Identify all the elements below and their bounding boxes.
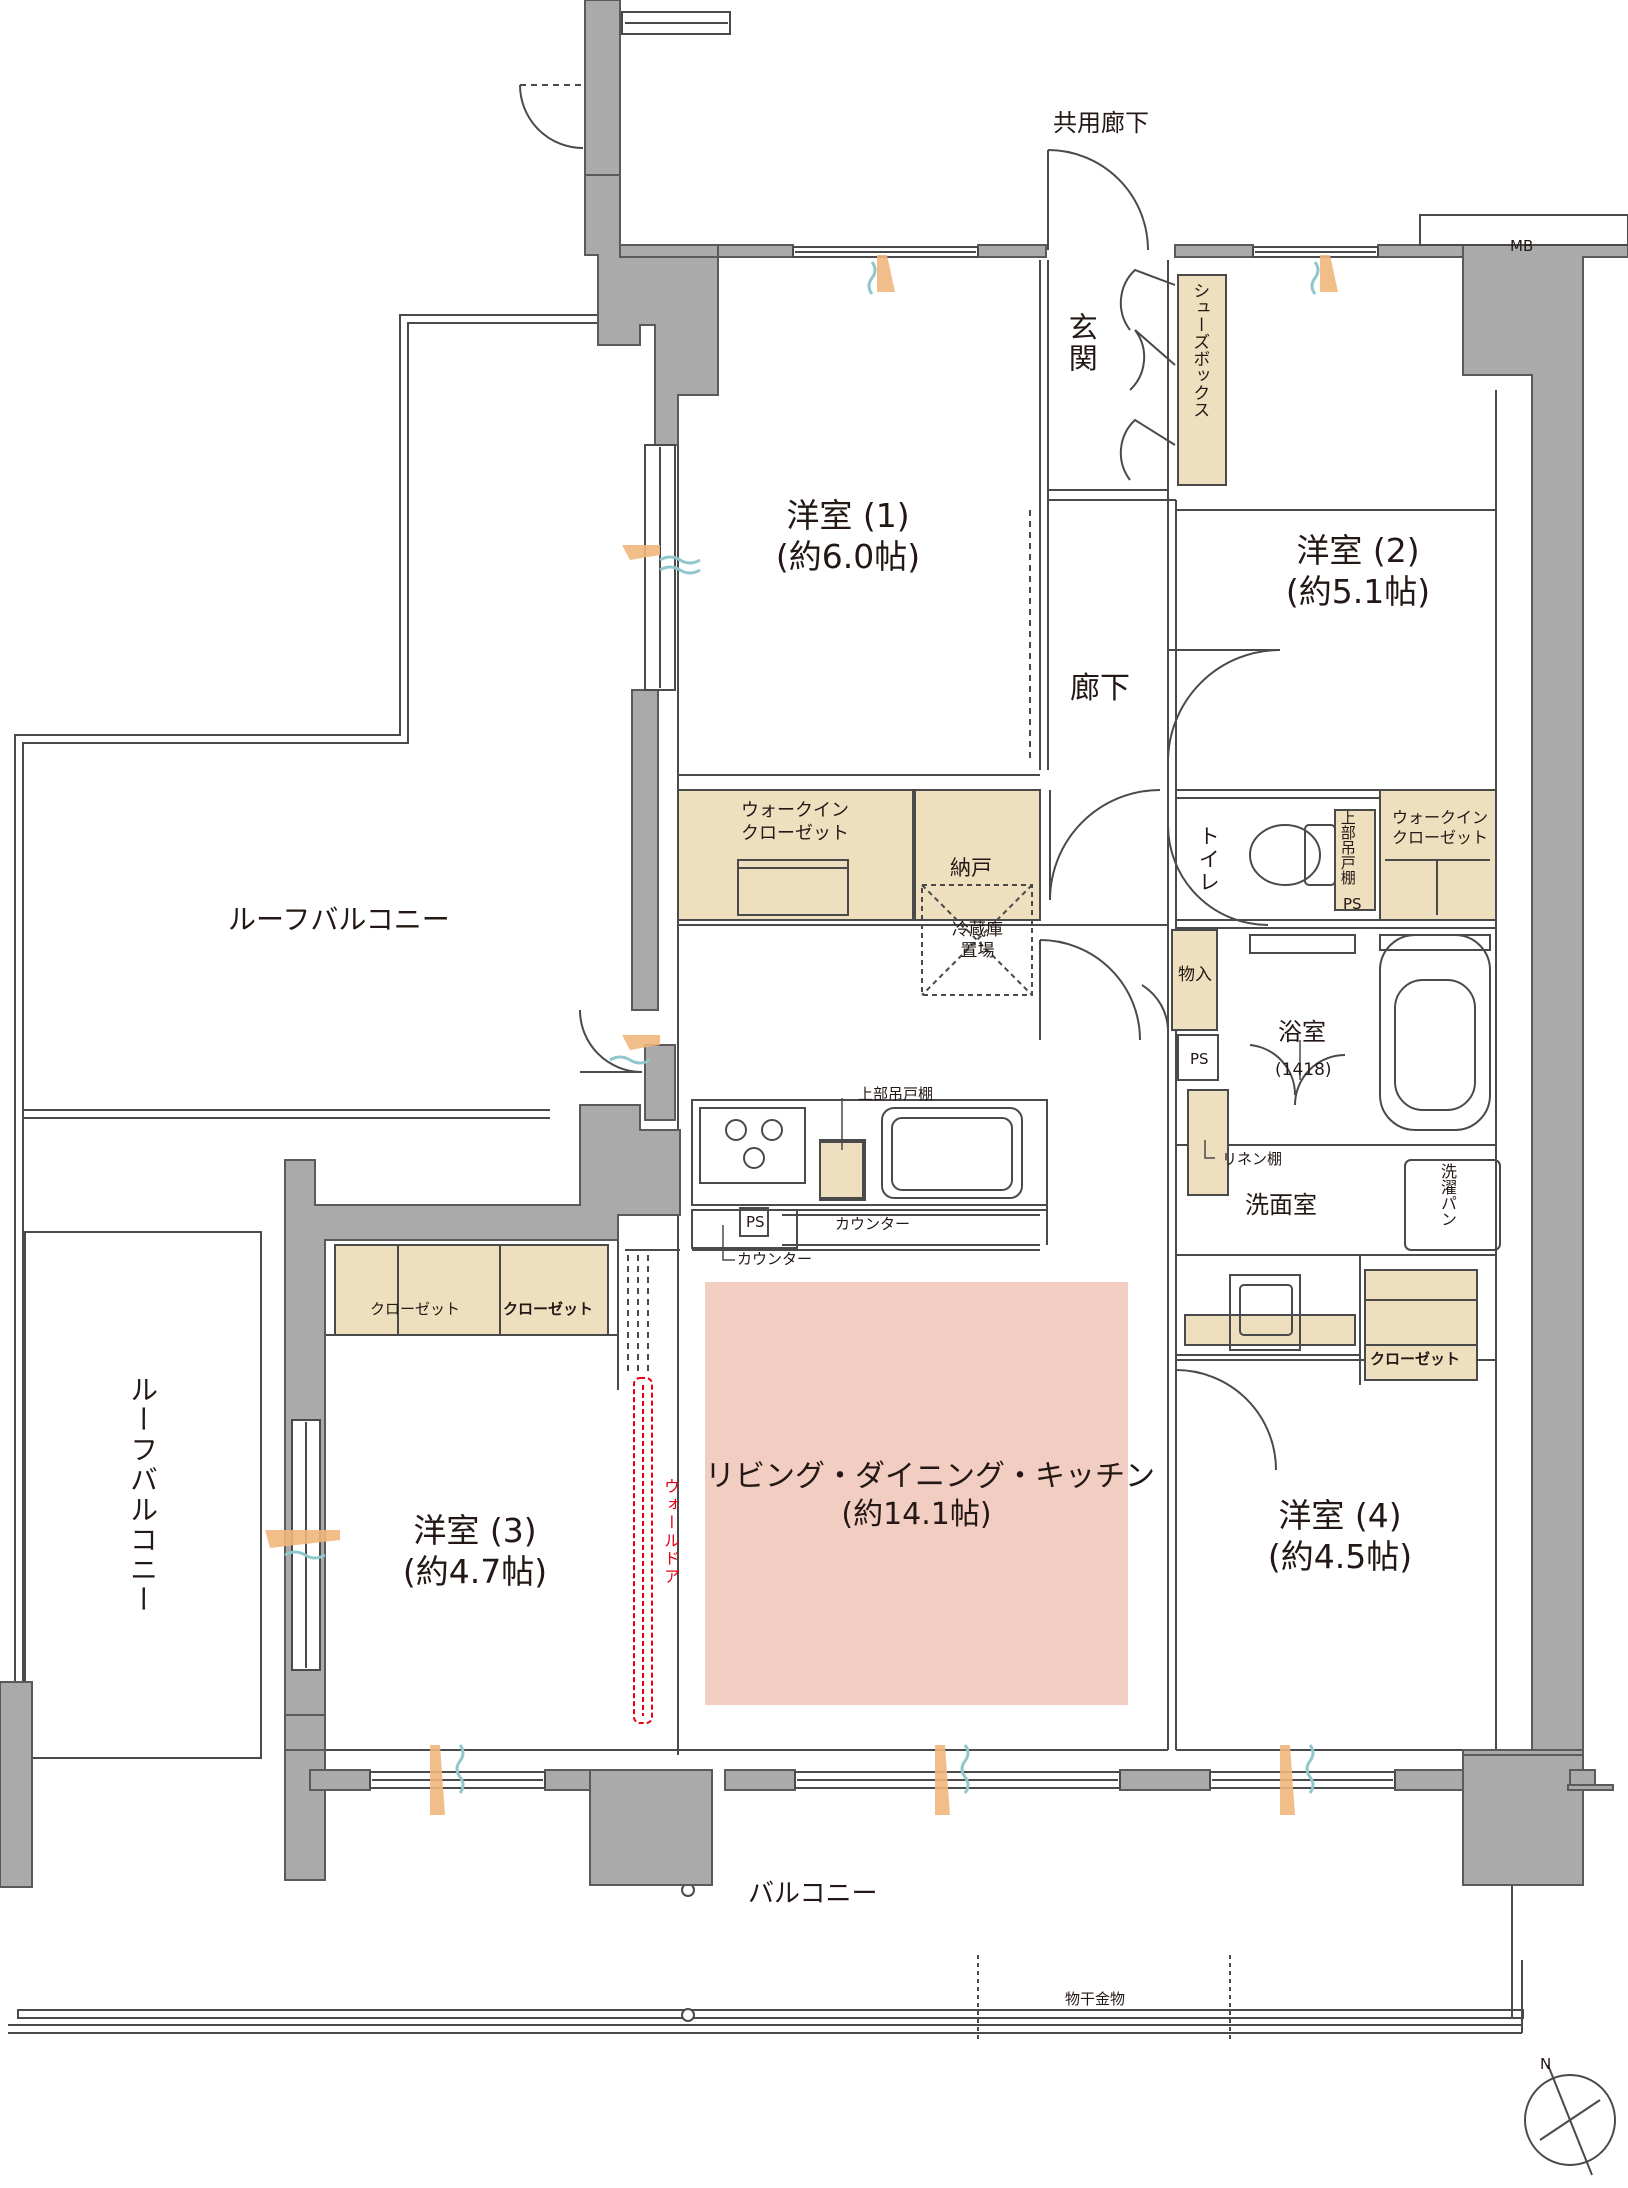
ldk-name: リビング・ダイニング・キッチン (705, 1459, 1155, 1494)
drying-label: 物干金物 (1065, 1990, 1126, 2008)
room2-label: 洋室 (2) (約5.1帖) (1273, 530, 1443, 613)
washroom-label: 洗面室 (1245, 1191, 1317, 1219)
fridge-label: 冷蔵庫 置場 (952, 920, 1003, 962)
roof-balcony-top-label: ルーフバルコニー (228, 903, 450, 936)
room2-size: (約5.1帖) (1285, 572, 1431, 612)
closet-c-label: クローゼット (1370, 1350, 1461, 1368)
room3-size: (約4.7帖) (402, 1552, 548, 1592)
common-corridor-label: 共用廊下 (1053, 109, 1149, 137)
wind-marks (265, 255, 1338, 1815)
room3-label: 洋室 (3) (約4.7帖) (390, 1510, 560, 1593)
wall-door (633, 1377, 653, 1724)
drying-hardware (977, 1955, 1231, 2040)
washroom-fixtures (1229, 1159, 1501, 1351)
room3-name: 洋室 (3) (413, 1511, 537, 1550)
ps-bath-label: PS (1190, 1050, 1209, 1068)
mb-label: MB (1510, 237, 1534, 255)
shoebox-label: シューズボックス (1189, 282, 1210, 418)
shoebox-doors (1119, 268, 1176, 481)
room1-name: 洋室 (1) (786, 496, 910, 535)
genkan-label: 玄関 (1064, 312, 1099, 374)
corridor-label: 廊下 (1070, 671, 1130, 706)
bath-size-label: (1418) (1275, 1060, 1332, 1080)
doors (519, 84, 1346, 1471)
counter-storage (819, 1141, 864, 1199)
toilet-fixture (1249, 824, 1336, 886)
room4-name: 洋室 (4) (1278, 1496, 1402, 1535)
ldk-size: (約14.1帖) (841, 1496, 992, 1532)
upper-shelf-kitchen-label: 上部吊戸棚 (858, 1085, 934, 1103)
laundry-pan-label: 洗濯パン (1438, 1163, 1457, 1227)
leader-lines (722, 1040, 1301, 1261)
wic1-label: ウォークイン クローゼット (741, 800, 849, 844)
north-label: N (1540, 2055, 1552, 2073)
ldk-label: リビング・ダイニング・キッチン (約14.1帖) (705, 1458, 1155, 1533)
bath-name-label: 浴室 (1278, 1018, 1326, 1046)
room1-size: (約6.0帖) (775, 537, 921, 577)
ps-toilet-label: PS (1343, 895, 1362, 913)
room4-size: (約4.5帖) (1267, 1537, 1413, 1577)
room1-label: 洋室 (1) (約6.0帖) (768, 495, 928, 578)
fridge-space (921, 884, 1033, 996)
bathtub (1177, 934, 1491, 1131)
walls (0, 0, 1628, 1888)
toilet-label: トイレ (1196, 825, 1221, 894)
wic2-label: ウォークイン クローゼット (1391, 808, 1488, 847)
counter2-label: カウンター (737, 1250, 813, 1268)
linen-label: リネン棚 (1222, 1150, 1283, 1168)
balcony-outline (8, 1855, 1524, 2034)
balcony-label: バルコニー (748, 1879, 878, 1909)
storage-in-label: 物入 (1178, 965, 1212, 985)
closet-a-label: クローゼット (370, 1300, 461, 1318)
wall-door-label: ウォールドア (661, 1478, 680, 1586)
interior-partitions (325, 260, 1497, 1755)
roof-balcony-left-label: ルーフバルコニー (126, 1375, 159, 1615)
windows (291, 11, 1628, 1789)
upper-shelf-toilet-label: 上部吊戸棚 (1338, 810, 1357, 885)
closet-b-label: クローゼット (503, 1300, 594, 1318)
nando-label: 納戸 (950, 856, 992, 880)
ldk-area (705, 1282, 1128, 1705)
counter1-label: カウンター (835, 1215, 911, 1233)
ps-kitchen-label: PS (746, 1213, 765, 1231)
dashed-lines (627, 510, 1031, 1375)
roof-balcony-outline (14, 314, 598, 1759)
compass-icon (1524, 2064, 1616, 2176)
kitchen (691, 1099, 1048, 1249)
room2-name: 洋室 (2) (1296, 531, 1420, 570)
storage-details (397, 859, 1490, 1346)
drain-icon (681, 2008, 695, 2022)
room4-label: 洋室 (4) (約4.5帖) (1255, 1495, 1425, 1578)
